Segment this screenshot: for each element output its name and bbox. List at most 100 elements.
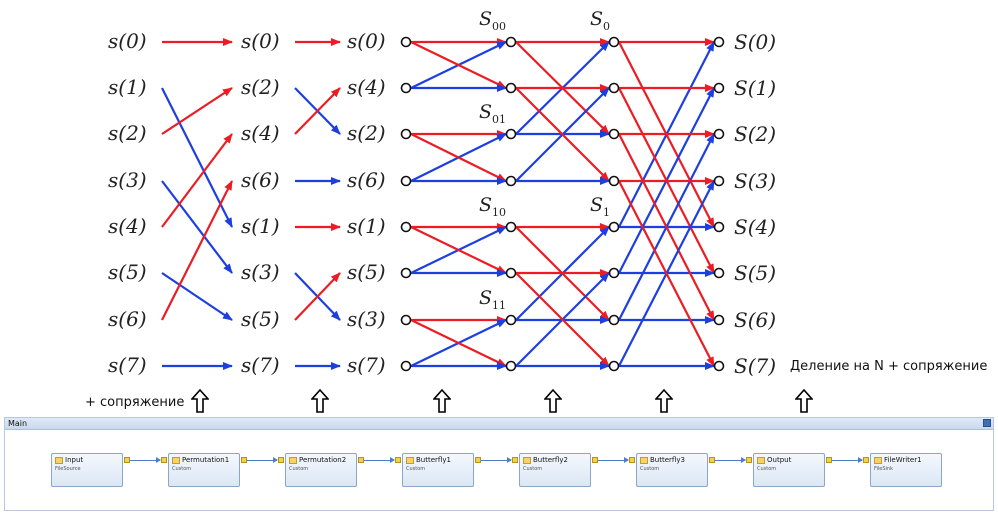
block-type: Custom [406, 466, 426, 472]
permutation-arrow [161, 87, 233, 135]
butterfly-arrow [618, 180, 715, 367]
permuted-label-1: s(4) [241, 121, 280, 145]
permuted-label-2: s(1) [347, 214, 386, 238]
block-name: Input [65, 456, 84, 464]
block-type: Custom [289, 466, 309, 472]
permutation-arrow [161, 180, 233, 274]
flow-block-permutation1[interactable]: Permutation1 Custom [168, 453, 240, 487]
butterfly-node [608, 360, 620, 372]
stage1-label: S10 [479, 194, 506, 219]
connection-arrow [247, 457, 278, 463]
output-port[interactable] [358, 457, 364, 463]
stage2-label: S1 [590, 194, 610, 219]
flow-block-filewriter1[interactable]: FileWriter1 FileSink [870, 453, 942, 487]
butterfly-node [505, 36, 517, 48]
block-icon [874, 457, 882, 464]
butterfly-node [713, 175, 725, 187]
butterfly-node [505, 314, 517, 326]
permutation-arrow [161, 133, 233, 228]
divide-conjugate-note: Деление на N + сопряжение [790, 359, 988, 374]
butterfly-node [608, 221, 620, 233]
block-icon [172, 457, 180, 464]
block-type: Custom [640, 466, 660, 472]
permuted-label-1: s(3) [241, 260, 280, 284]
permuted-label-2: s(7) [347, 353, 386, 377]
stage1-label: S11 [479, 287, 506, 312]
output-port[interactable] [475, 457, 481, 463]
flow-title-text: Main [8, 419, 28, 428]
block-icon [523, 457, 531, 464]
output-label: S(5) [734, 261, 776, 285]
output-port[interactable] [592, 457, 598, 463]
output-port[interactable] [241, 457, 247, 463]
butterfly-node [713, 360, 725, 372]
input-label: s(6) [108, 307, 147, 331]
permutation-arrow [294, 87, 341, 135]
butterfly-arrow [618, 133, 715, 321]
block-icon [406, 457, 414, 464]
permutation-arrow [161, 180, 233, 321]
flow-editor-panel: Main Input FileSource Permutation1 Custo… [4, 417, 994, 511]
butterfly-node [400, 128, 412, 140]
block-name: Permutation1 [182, 456, 230, 464]
output-label: S(0) [734, 30, 776, 54]
flow-block-permutation2[interactable]: Permutation2 Custom [285, 453, 357, 487]
up-arrow-icon [655, 389, 673, 413]
butterfly-node [713, 82, 725, 94]
input-port[interactable] [629, 457, 635, 463]
minimize-icon[interactable] [983, 419, 991, 427]
input-port[interactable] [161, 457, 167, 463]
butterfly-node [505, 128, 517, 140]
input-port[interactable] [395, 457, 401, 463]
butterfly-arrow [410, 133, 507, 182]
butterfly-arrow [515, 87, 610, 182]
conjugate-note: + сопряжение [85, 395, 185, 410]
output-port[interactable] [709, 457, 715, 463]
flow-block-butterfly3[interactable]: Butterfly3 Custom [636, 453, 708, 487]
up-arrow-icon [433, 389, 451, 413]
permuted-label-1: s(5) [241, 307, 280, 331]
butterfly-node [608, 175, 620, 187]
output-port[interactable] [124, 457, 130, 463]
permuted-label-2: s(0) [347, 29, 386, 53]
output-port[interactable] [826, 457, 832, 463]
butterfly-node [713, 267, 725, 279]
output-label: S(4) [734, 215, 776, 239]
permutation-arrow [161, 272, 233, 321]
input-port[interactable] [863, 457, 869, 463]
input-label: s(3) [108, 168, 147, 192]
permuted-label-1: s(1) [241, 214, 280, 238]
permuted-label-2: s(4) [347, 75, 386, 99]
stage2-label: S0 [590, 8, 610, 33]
connection-arrow [364, 457, 395, 463]
flow-block-butterfly1[interactable]: Butterfly1 Custom [402, 453, 474, 487]
flow-block-input[interactable]: Input FileSource [51, 453, 123, 487]
up-arrow-icon [311, 389, 329, 413]
block-name: Butterfly3 [650, 456, 685, 464]
input-port[interactable] [746, 457, 752, 463]
connection-arrow [832, 457, 863, 463]
block-type: Custom [757, 466, 777, 472]
permuted-label-1: s(6) [241, 168, 280, 192]
permuted-label-2: s(2) [347, 121, 386, 145]
output-label: S(7) [734, 354, 776, 378]
input-label: s(4) [108, 214, 147, 238]
input-label: s(7) [108, 353, 147, 377]
butterfly-node [713, 36, 725, 48]
butterfly-arrow [410, 41, 507, 89]
permuted-label-1: s(2) [241, 75, 280, 99]
input-label: s(2) [108, 121, 147, 145]
block-name: FileWriter1 [884, 456, 922, 464]
butterfly-arrow [410, 319, 507, 367]
permuted-label-2: s(3) [347, 307, 386, 331]
input-port[interactable] [278, 457, 284, 463]
butterfly-arrow [515, 272, 610, 367]
output-label: S(6) [734, 308, 776, 332]
flow-block-butterfly2[interactable]: Butterfly2 Custom [519, 453, 591, 487]
flow-block-output[interactable]: Output Custom [753, 453, 825, 487]
butterfly-node [400, 82, 412, 94]
block-name: Butterfly1 [416, 456, 451, 464]
connection-arrow [481, 457, 512, 463]
butterfly-node [400, 314, 412, 326]
input-port[interactable] [512, 457, 518, 463]
